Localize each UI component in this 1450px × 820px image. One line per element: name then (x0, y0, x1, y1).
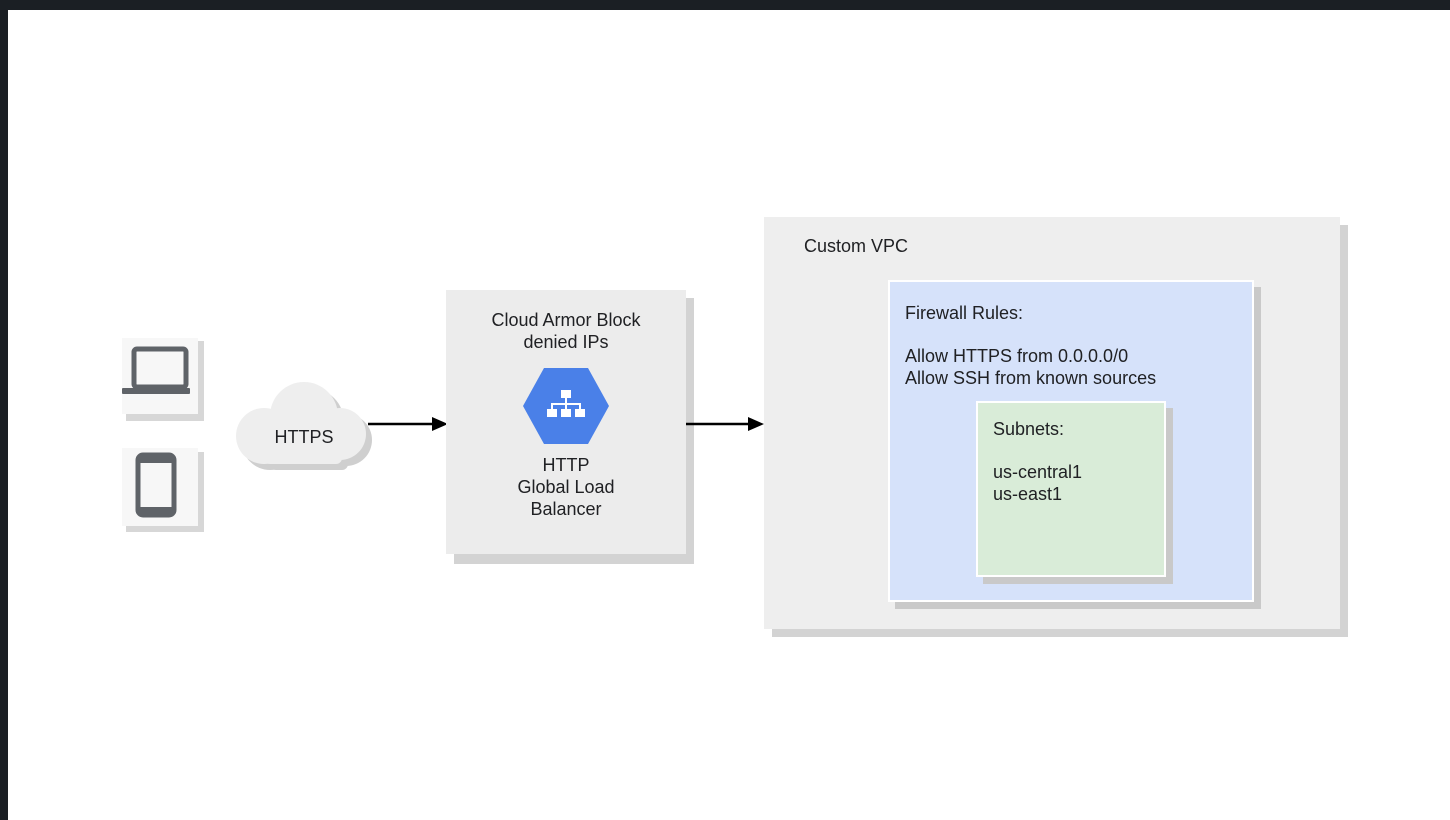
load-balancer-icon (523, 368, 609, 444)
subnets-list: us-central1 us-east1 (993, 461, 1082, 505)
subnets-box: Subnets: us-central1 us-east1 (976, 401, 1166, 577)
subnet-item: us-central1 (993, 462, 1083, 482)
vpc-title: Custom VPC (804, 236, 909, 256)
arrow-armor-to-vpc (686, 417, 764, 431)
cloud-armor-box: Cloud Armor Block denied IPs HTTP Global… (446, 290, 686, 554)
cloud-label: HTTPS (274, 427, 334, 447)
armor-title-line-2: denied IPs (523, 332, 609, 352)
armor-title: Cloud Armor Block denied IPs (446, 309, 686, 353)
subnet-item: us-east1 (993, 484, 1063, 504)
laptop-icon (122, 346, 190, 394)
firewall-rule: Allow SSH from known sources (905, 368, 1157, 388)
load-balancer-label: HTTP Global Load Balancer (446, 454, 686, 520)
firewall-title: Firewall Rules: (905, 303, 1024, 323)
lb-label-line-2: Global Load (517, 477, 615, 497)
arrow-cloud-to-armor (368, 417, 448, 431)
firewall-rule: Allow HTTPS from 0.0.0.0/0 (905, 346, 1129, 366)
phone-tile (122, 448, 198, 526)
armor-title-line-1: Cloud Armor Block (491, 310, 641, 330)
lb-label-line-1: HTTP (542, 455, 590, 475)
phone-icon (135, 452, 177, 518)
lb-label-line-3: Balancer (530, 499, 602, 519)
laptop-tile (122, 338, 198, 414)
diagram-canvas: HTTPS Cloud Armor Block denied IPs (8, 10, 1450, 820)
subnets-title: Subnets: (993, 419, 1065, 439)
firewall-rules-list: Allow HTTPS from 0.0.0.0/0 Allow SSH fro… (905, 345, 1156, 389)
internet-cloud-icon (236, 382, 372, 470)
